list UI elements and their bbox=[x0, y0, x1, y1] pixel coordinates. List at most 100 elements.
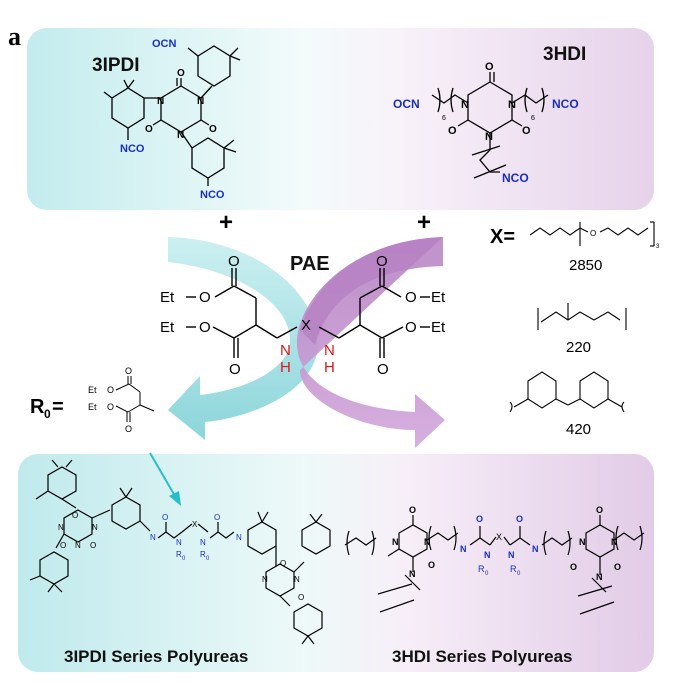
plus-left: + bbox=[219, 209, 233, 236]
svg-text:O: O bbox=[405, 319, 417, 336]
labels-3ipdi: O N N N O O bbox=[145, 68, 217, 141]
svg-text:N: N bbox=[392, 537, 399, 547]
svg-text:O: O bbox=[145, 124, 153, 135]
svg-text:N: N bbox=[611, 537, 618, 547]
svg-text:O: O bbox=[476, 514, 483, 524]
svg-text:O: O bbox=[90, 541, 96, 550]
svg-text:Et: Et bbox=[431, 289, 446, 306]
svg-text:O: O bbox=[229, 361, 241, 378]
svg-text:R: R bbox=[176, 550, 182, 559]
svg-text:O: O bbox=[107, 402, 114, 412]
svg-text:N: N bbox=[200, 538, 206, 547]
svg-text:N: N bbox=[485, 131, 493, 143]
svg-text:X: X bbox=[301, 317, 311, 334]
pointer-arrow bbox=[149, 452, 176, 497]
svg-text:N: N bbox=[579, 537, 586, 547]
svg-text:N: N bbox=[484, 550, 491, 560]
subscript-6-left: 6 bbox=[442, 115, 446, 122]
svg-text:O: O bbox=[280, 559, 286, 568]
svg-text:N: N bbox=[508, 550, 515, 560]
plus-right: + bbox=[417, 209, 431, 236]
svg-text:O: O bbox=[228, 253, 240, 270]
svg-text:Et: Et bbox=[160, 289, 175, 306]
svg-text:O: O bbox=[125, 424, 132, 434]
svg-text:O: O bbox=[214, 513, 220, 522]
svg-text:N: N bbox=[324, 342, 335, 359]
svg-text:N: N bbox=[236, 533, 242, 542]
svg-text:N: N bbox=[176, 538, 182, 547]
svg-text:Et: Et bbox=[88, 385, 97, 395]
svg-text:0: 0 bbox=[182, 556, 186, 562]
svg-text:N: N bbox=[262, 575, 268, 584]
svg-text:N: N bbox=[532, 544, 539, 554]
teal-arrow bbox=[168, 237, 319, 440]
svg-text:N: N bbox=[424, 537, 431, 547]
svg-text:N: N bbox=[461, 99, 469, 111]
r0-label: R 0 = bbox=[30, 396, 64, 421]
x-in-3hdi-polyurea: X bbox=[496, 532, 502, 542]
labels-pae-nh: N H N H bbox=[280, 342, 335, 376]
svg-text:R: R bbox=[30, 396, 45, 418]
svg-text:O: O bbox=[522, 125, 531, 137]
svg-text:O: O bbox=[162, 513, 168, 522]
x-option-420-structure bbox=[509, 371, 625, 413]
svg-text:H: H bbox=[280, 359, 291, 376]
svg-text:N: N bbox=[197, 96, 204, 107]
svg-text:O: O bbox=[614, 562, 621, 572]
nco-label-top: OCN bbox=[152, 38, 177, 50]
svg-text:O: O bbox=[516, 514, 523, 524]
svg-text:=: = bbox=[52, 396, 64, 418]
svg-text:O: O bbox=[199, 289, 211, 306]
structure-3hdi-polyurea bbox=[344, 515, 645, 615]
svg-text:N: N bbox=[409, 569, 416, 579]
svg-text:0: 0 bbox=[517, 571, 521, 577]
x-in-3ipdi-polyurea: X bbox=[192, 520, 198, 529]
svg-text:0: 0 bbox=[44, 407, 51, 421]
nco-label-left: NCO bbox=[120, 143, 145, 155]
svg-text:O: O bbox=[199, 319, 211, 336]
svg-text:O: O bbox=[405, 289, 417, 306]
svg-text:N: N bbox=[280, 342, 291, 359]
caption-3ipdi-polyureas: 3IPDI Series Polyureas bbox=[64, 647, 248, 666]
x-option-2850-subscript: 3 bbox=[656, 244, 660, 250]
svg-text:R: R bbox=[478, 564, 485, 574]
svg-text:N: N bbox=[157, 96, 164, 107]
labels-pae: O O O O O O O O Et Et Et Et X bbox=[160, 253, 446, 378]
svg-text:O: O bbox=[448, 125, 457, 137]
x-option-420: 420 bbox=[566, 421, 591, 438]
svg-text:N: N bbox=[508, 99, 516, 111]
monomer-box bbox=[27, 28, 654, 210]
svg-text:N: N bbox=[75, 541, 81, 550]
svg-text:O: O bbox=[72, 511, 78, 520]
r0-structure bbox=[115, 376, 155, 422]
nco-label-3hdi-right: NCO bbox=[552, 97, 579, 111]
svg-text:N: N bbox=[58, 523, 64, 532]
svg-text:R: R bbox=[510, 564, 517, 574]
structure-3ipdi-polyurea bbox=[29, 459, 331, 645]
svg-text:O: O bbox=[570, 562, 577, 572]
r0-in-3hdi-polyurea: R 0 R 0 bbox=[478, 564, 521, 577]
svg-text:O: O bbox=[485, 61, 494, 73]
svg-text:O: O bbox=[428, 560, 435, 570]
svg-text:Et: Et bbox=[431, 319, 446, 336]
svg-text:N: N bbox=[294, 575, 300, 584]
subscript-6-right: 6 bbox=[531, 115, 535, 122]
svg-text:O: O bbox=[209, 124, 217, 135]
svg-text:O: O bbox=[377, 361, 389, 378]
labels-3ipdi-polyurea: O N N N O O O N N O bbox=[58, 511, 304, 602]
svg-text:O: O bbox=[298, 593, 304, 602]
nco-label-bottom: NCO bbox=[200, 189, 225, 201]
x-option-220-structure bbox=[537, 303, 627, 330]
svg-text:O: O bbox=[60, 541, 66, 550]
svg-text:O: O bbox=[409, 505, 416, 515]
x-option-220: 220 bbox=[566, 339, 591, 356]
svg-text:N: N bbox=[92, 523, 98, 532]
purple-arrow-top bbox=[300, 237, 443, 345]
svg-text:R: R bbox=[200, 550, 206, 559]
svg-text:O: O bbox=[596, 505, 603, 515]
svg-text:O: O bbox=[177, 68, 185, 79]
svg-text:N: N bbox=[150, 533, 156, 542]
pointer-arrow-head bbox=[169, 491, 181, 506]
svg-text:0: 0 bbox=[206, 556, 210, 562]
